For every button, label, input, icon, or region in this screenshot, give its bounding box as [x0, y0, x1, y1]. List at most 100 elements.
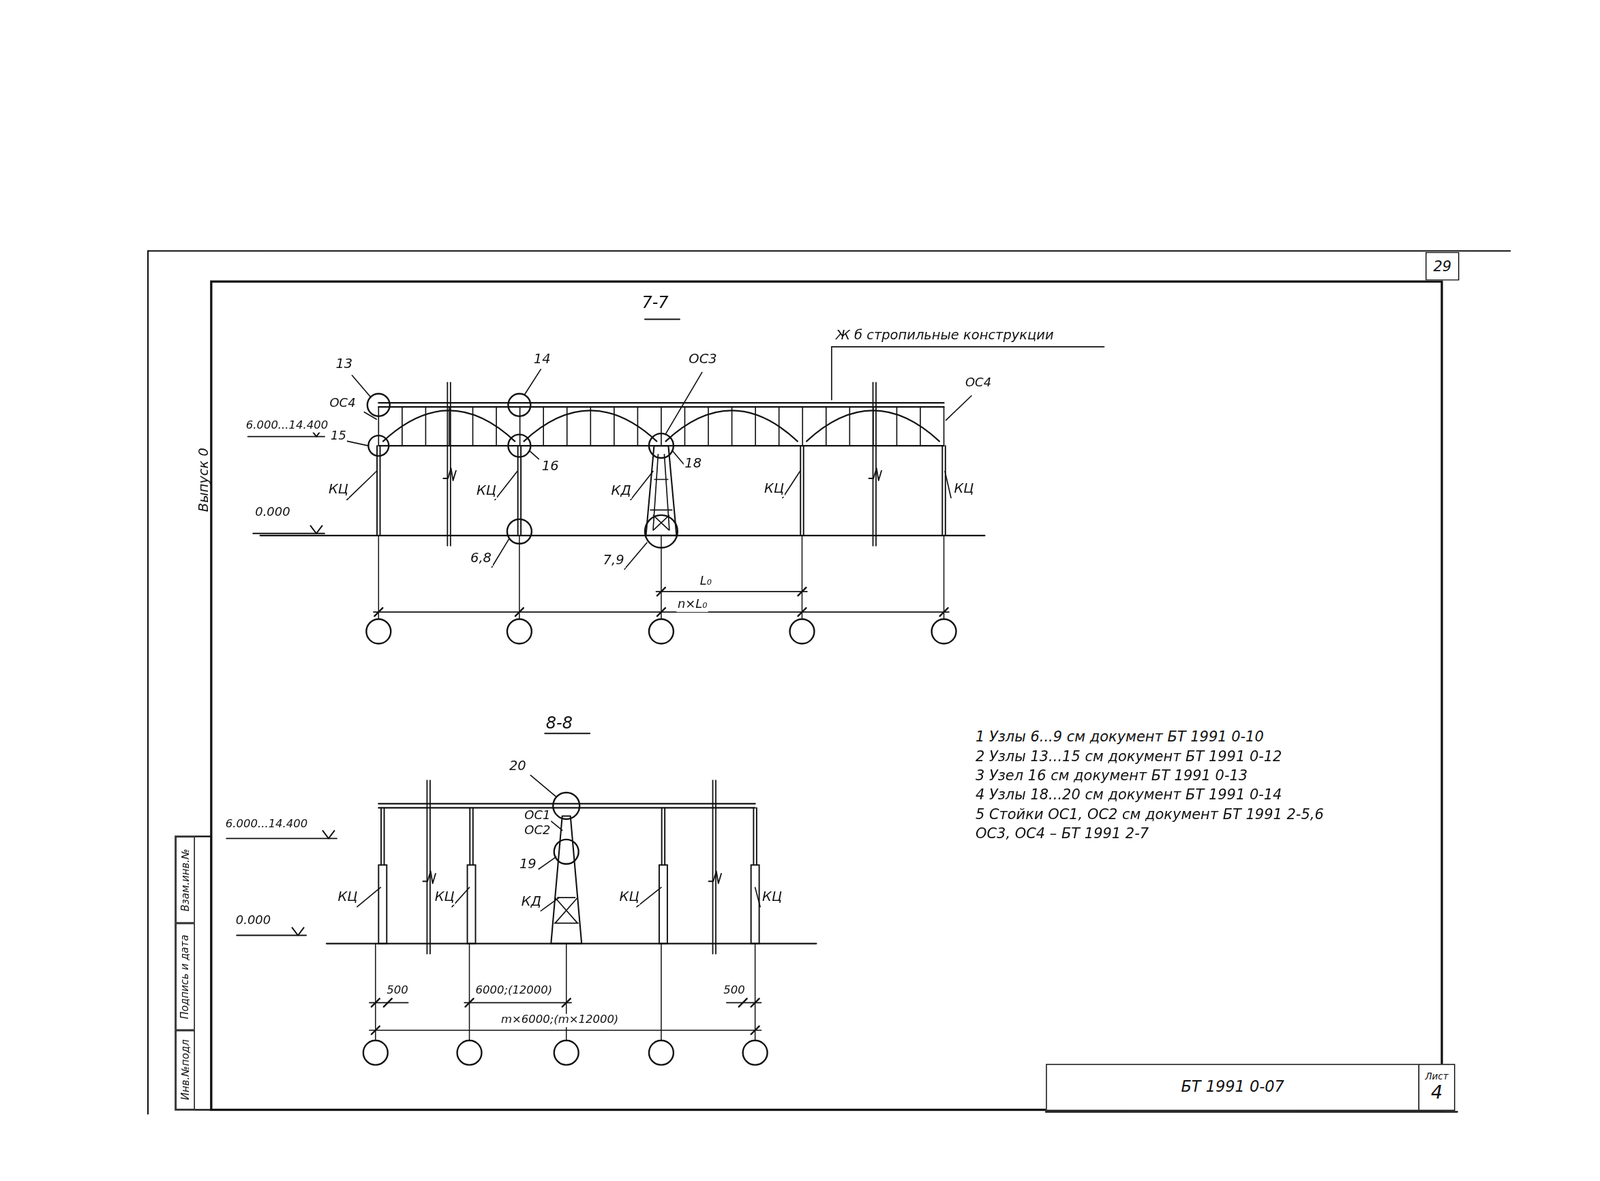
axis-line	[374, 944, 376, 1041]
level-line	[252, 533, 325, 535]
truss-post	[589, 406, 592, 446]
leader-line	[550, 821, 562, 831]
dimension-tick	[371, 1026, 380, 1035]
leader-line	[364, 412, 377, 420]
column-kc	[517, 445, 519, 536]
column-kd	[550, 816, 582, 944]
truss-post	[849, 406, 851, 446]
axis-circle	[363, 1040, 388, 1066]
column-kc	[383, 807, 386, 866]
column-kc	[659, 865, 668, 944]
leader-line	[636, 887, 662, 907]
drawing-label: 6,8	[469, 550, 493, 566]
leader-line	[782, 471, 800, 499]
dimension-tick	[657, 587, 666, 596]
axis-line	[660, 944, 662, 1041]
break-mark	[868, 468, 882, 481]
dimension-tick	[465, 998, 474, 1007]
truss-post	[448, 406, 450, 446]
column-kc	[663, 807, 666, 866]
break-mark	[708, 871, 722, 884]
drawing-label: m×6000;(m×12000)	[499, 1014, 620, 1028]
column-kc	[472, 807, 474, 866]
column-kc	[756, 807, 758, 866]
drawing-label: 15	[329, 429, 347, 444]
column-kc	[661, 807, 663, 866]
dimension-line	[369, 1030, 762, 1032]
node-text: Лист	[1424, 1071, 1448, 1082]
drawing-label: Выпуск 0	[196, 446, 212, 513]
column-kc	[799, 445, 802, 536]
drawing-label: 0.000	[254, 505, 292, 521]
axis-line	[378, 535, 380, 620]
leader-line	[344, 441, 369, 446]
axis-line	[801, 535, 803, 620]
drawing-label: ОС4	[963, 376, 992, 391]
drawing-label: 6.000...14.400	[224, 818, 309, 832]
callout-circle	[554, 839, 579, 865]
section-underline	[644, 318, 680, 320]
node-text: 29	[1432, 258, 1452, 275]
outer-frame	[147, 250, 1511, 252]
callout-circle	[648, 433, 674, 459]
dimension-tick	[383, 998, 392, 1007]
truss-arch	[382, 410, 516, 442]
truss-post	[731, 406, 733, 446]
title-block-line	[1045, 1111, 1457, 1114]
truss-post	[896, 406, 898, 446]
ground-line	[326, 942, 817, 945]
truss-post	[943, 406, 945, 446]
axis-line	[754, 944, 756, 1041]
truss-post	[613, 406, 615, 446]
truss-post	[566, 406, 568, 446]
drawing-label: КЦ	[327, 482, 350, 498]
drawing-label: КЦ	[761, 889, 784, 905]
dimension-tick	[940, 608, 949, 617]
drawing-label: ОС4	[328, 396, 357, 412]
break-mark	[422, 871, 436, 884]
dimension-tick	[371, 998, 380, 1007]
level-mark	[322, 830, 335, 839]
node-text: Инв.№подл	[179, 1040, 191, 1101]
leader-line	[630, 471, 654, 501]
leader-line	[624, 542, 647, 570]
node-text: Взам.инв.№	[179, 848, 191, 912]
beam	[378, 807, 755, 809]
leader-line	[540, 897, 560, 911]
leader-line	[357, 887, 381, 907]
stamp-cell: Подпись и дата	[175, 923, 195, 1031]
drawing-label: 18	[683, 456, 703, 472]
dimension-tick	[562, 998, 571, 1007]
drawing-label: 14	[532, 351, 552, 367]
node-text: БТ 1991 0-07	[1180, 1079, 1285, 1097]
leader-underline	[831, 346, 1105, 348]
callout-circle	[507, 519, 532, 545]
truss-arch	[665, 410, 799, 442]
axis-line	[943, 535, 945, 620]
note-line: 3 Узел 16 см документ БТ 1991 0-13	[974, 767, 1249, 784]
leader-line	[346, 471, 377, 501]
drawing-label: КЦ	[763, 481, 786, 497]
post-stub	[712, 780, 714, 954]
callout-circle	[644, 515, 678, 549]
leader-line	[494, 471, 518, 501]
leader-line	[665, 372, 703, 435]
axis-line	[518, 535, 520, 620]
note-line: 5 Стойки ОС1, ОС2 см документ БТ 1991 2-…	[974, 805, 1325, 823]
column-kc	[469, 807, 471, 866]
outer-frame	[147, 250, 149, 1114]
dimension-tick	[515, 608, 524, 617]
drawing-label: КЦ	[475, 483, 498, 499]
dimension-tick	[751, 998, 760, 1007]
axis-circle	[554, 1040, 579, 1066]
leader-line	[538, 856, 556, 870]
axis-circle	[931, 619, 957, 645]
drawing-label: 16	[540, 459, 560, 475]
dimension-tick	[751, 1026, 760, 1035]
truss-post	[472, 406, 474, 446]
truss-arch	[523, 410, 658, 442]
post-stub	[446, 382, 448, 546]
note-line: ОС3, ОС4 – БТ 1991 2-7	[974, 825, 1150, 842]
dimension-line	[655, 591, 808, 593]
